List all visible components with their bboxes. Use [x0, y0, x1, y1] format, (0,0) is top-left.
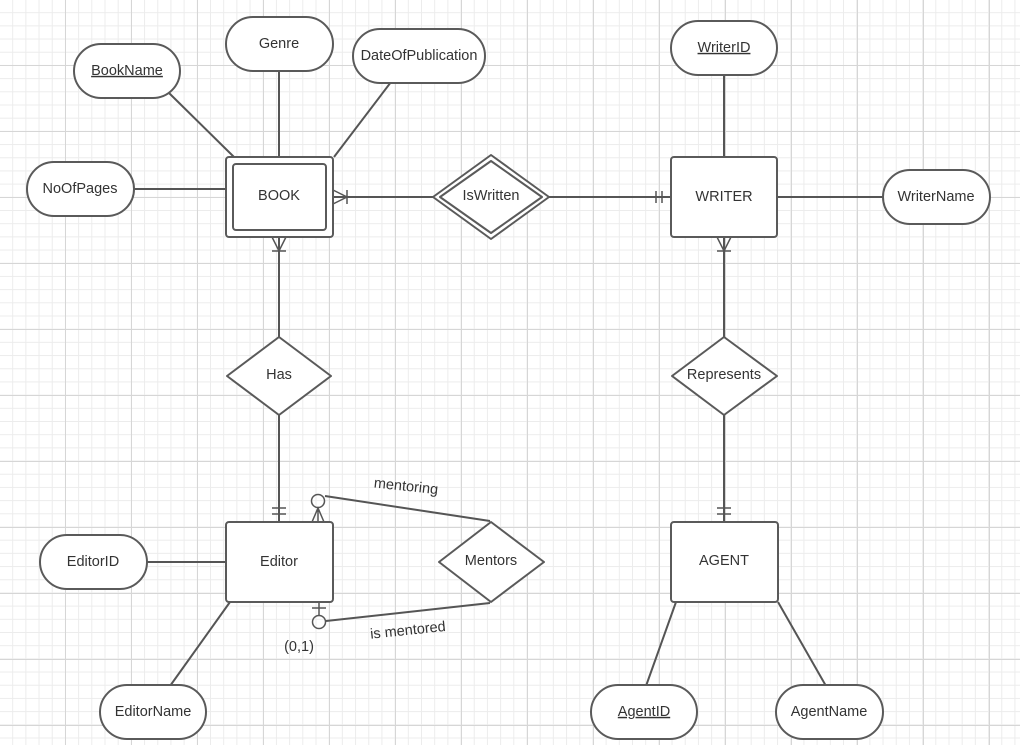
- writer-bottom-many-marker: [716, 236, 732, 253]
- attribute-dateofpublication-label: DateOfPublication: [361, 48, 478, 64]
- mentored-one-marker: [312, 602, 326, 616]
- attribute-agentname-label: AgentName: [791, 704, 868, 720]
- mentoring-zero-circle: [310, 493, 326, 509]
- mentoring-line: [324, 495, 491, 522]
- relationship-iswritten-label: IsWritten: [463, 188, 520, 204]
- relationship-mentors[interactable]: Mentors: [438, 521, 545, 603]
- role-label-is-mentored: is mentored: [369, 619, 446, 643]
- book-date-line: [333, 81, 392, 158]
- is-mentored-line: [325, 602, 491, 622]
- relationship-mentors-label: Mentors: [465, 553, 517, 569]
- attribute-dateofpublication[interactable]: DateOfPublication: [352, 28, 486, 84]
- attribute-bookname-label: BookName: [91, 63, 163, 79]
- cardinality-label: (0,1): [284, 639, 314, 655]
- entity-writer[interactable]: WRITER: [670, 156, 778, 238]
- attribute-noofpages-label: NoOfPages: [43, 181, 118, 197]
- cardinality-markers: [271, 189, 732, 630]
- mentored-zero-circle: [311, 614, 327, 630]
- agent-agentname-line: [777, 601, 827, 687]
- relationship-has[interactable]: Has: [226, 336, 332, 416]
- book-many-marker: [332, 189, 349, 205]
- attribute-editorid[interactable]: EditorID: [39, 534, 148, 590]
- agent-agentid-line: [645, 601, 677, 687]
- entity-book-label: BOOK: [258, 188, 300, 204]
- attribute-genre[interactable]: Genre: [225, 16, 334, 72]
- mentoring-many-marker: [311, 506, 325, 523]
- attribute-editorname-label: EditorName: [115, 704, 192, 720]
- book-bottom-many-marker: [271, 236, 287, 253]
- attribute-writerid[interactable]: WriterID: [670, 20, 778, 76]
- attribute-editorname[interactable]: EditorName: [99, 684, 207, 740]
- role-label-mentoring: mentoring: [373, 476, 439, 499]
- attribute-genre-label: Genre: [259, 36, 299, 52]
- entity-agent[interactable]: AGENT: [670, 521, 779, 603]
- book-bookname-line: [167, 91, 235, 158]
- relationship-iswritten[interactable]: IsWritten: [432, 154, 550, 240]
- attribute-agentid[interactable]: AgentID: [590, 684, 698, 740]
- attribute-agentname[interactable]: AgentName: [775, 684, 884, 740]
- editor-editorname-line: [169, 601, 231, 687]
- entity-agent-label: AGENT: [699, 553, 749, 569]
- writer-one-marker: [655, 191, 663, 203]
- agent-one-marker: [717, 507, 731, 515]
- attribute-writerid-label: WriterID: [698, 40, 751, 56]
- entity-writer-label: WRITER: [695, 189, 752, 205]
- entity-book[interactable]: BOOK: [225, 156, 334, 238]
- attribute-editorid-label: EditorID: [67, 554, 119, 570]
- relationship-represents[interactable]: Represents: [671, 336, 778, 416]
- connectors: [133, 71, 883, 687]
- attribute-writername-label: WriterName: [897, 189, 974, 205]
- relationship-has-label: Has: [266, 367, 292, 383]
- attribute-noofpages[interactable]: NoOfPages: [26, 161, 135, 217]
- entity-editor[interactable]: Editor: [225, 521, 334, 603]
- attribute-bookname[interactable]: BookName: [73, 43, 181, 99]
- entity-editor-label: Editor: [260, 554, 298, 570]
- relationship-represents-label: Represents: [687, 367, 761, 383]
- editor-one-marker: [272, 507, 286, 515]
- attribute-agentid-label: AgentID: [618, 704, 670, 720]
- attribute-writername[interactable]: WriterName: [882, 169, 991, 225]
